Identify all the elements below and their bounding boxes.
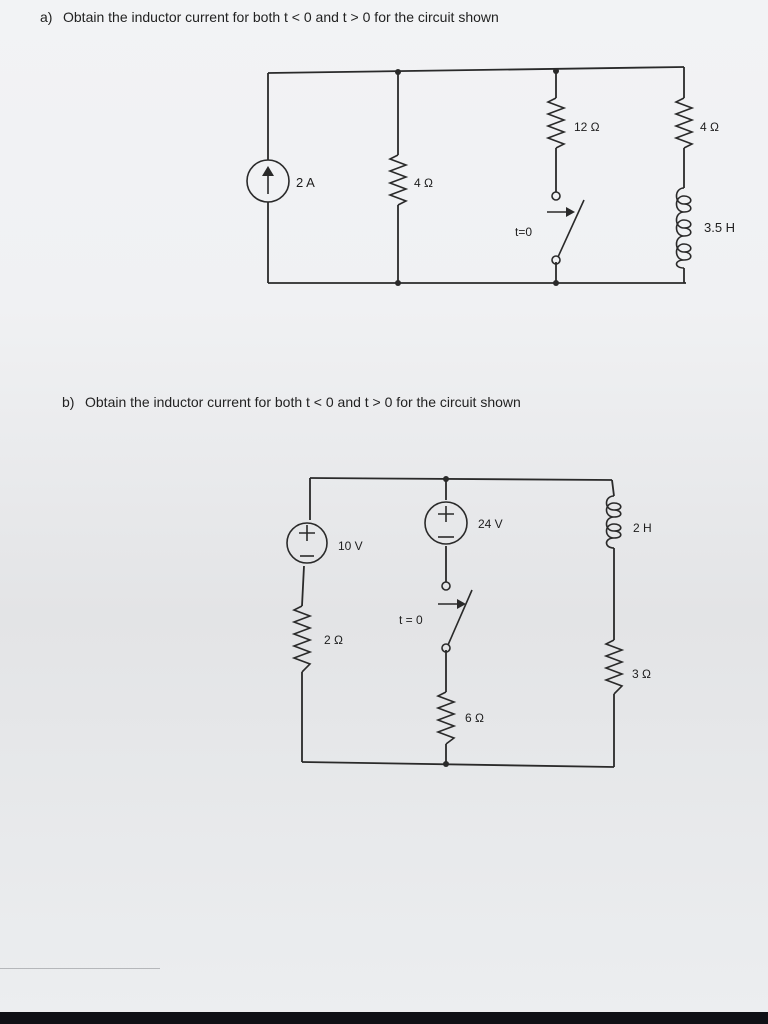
switch-a <box>547 191 585 265</box>
switch-b <box>438 581 473 653</box>
bottom-dark-strip <box>0 1012 768 1024</box>
inductor-2h-label: 2 H <box>633 521 652 535</box>
current-source-a-label: 2 A <box>296 175 315 190</box>
resistor-4ohm-right-label: 4 Ω <box>700 120 719 134</box>
problem-b-label: b) <box>62 394 75 410</box>
current-source-a <box>246 159 290 203</box>
resistor-3ohm-label: 3 Ω <box>632 667 651 681</box>
circuit-a: 2 A 4 Ω 12 Ω t=0 4 Ω 3.5 H <box>246 66 735 286</box>
inductor-3-5h-label: 3.5 H <box>704 220 735 235</box>
problem-a-label: a) <box>40 9 53 25</box>
resistor-4ohm-shunt-label: 4 Ω <box>414 176 433 190</box>
circuit-b-bottom-wire <box>301 761 615 768</box>
problem-a-text: Obtain the inductor current for both t <… <box>63 9 499 25</box>
resistor-3ohm <box>603 639 625 695</box>
inductor-3-5h <box>675 187 692 269</box>
voltage-source-24v <box>424 501 468 545</box>
resistor-2ohm-label: 2 Ω <box>324 633 343 647</box>
resistor-2ohm <box>291 605 313 673</box>
resistor-4ohm-right <box>673 97 695 149</box>
resistor-4ohm-shunt <box>387 154 409 206</box>
inductor-2h <box>605 495 622 549</box>
resistor-12ohm-label: 12 Ω <box>574 120 600 134</box>
switch-a-label: t=0 <box>515 225 532 239</box>
voltage-source-10v <box>286 522 328 564</box>
voltage-source-24v-label: 24 V <box>478 517 503 531</box>
resistor-12ohm <box>545 97 567 149</box>
resistor-6ohm-label: 6 Ω <box>465 711 484 725</box>
problem-b-text: Obtain the inductor current for both t <… <box>85 394 521 410</box>
circuit-b: 10 V 2 Ω 24 V t = 0 6 Ω 2 H 3 Ω <box>286 476 652 768</box>
circuit-b-left-branch <box>301 478 311 762</box>
footer-divider <box>0 968 160 969</box>
circuit-b-right-branch <box>611 479 615 767</box>
resistor-6ohm <box>435 691 457 745</box>
circuit-a-top-wire <box>267 66 685 74</box>
voltage-source-10v-label: 10 V <box>338 539 363 553</box>
circuit-b-top-wire <box>309 477 613 481</box>
switch-b-label: t = 0 <box>399 613 423 627</box>
